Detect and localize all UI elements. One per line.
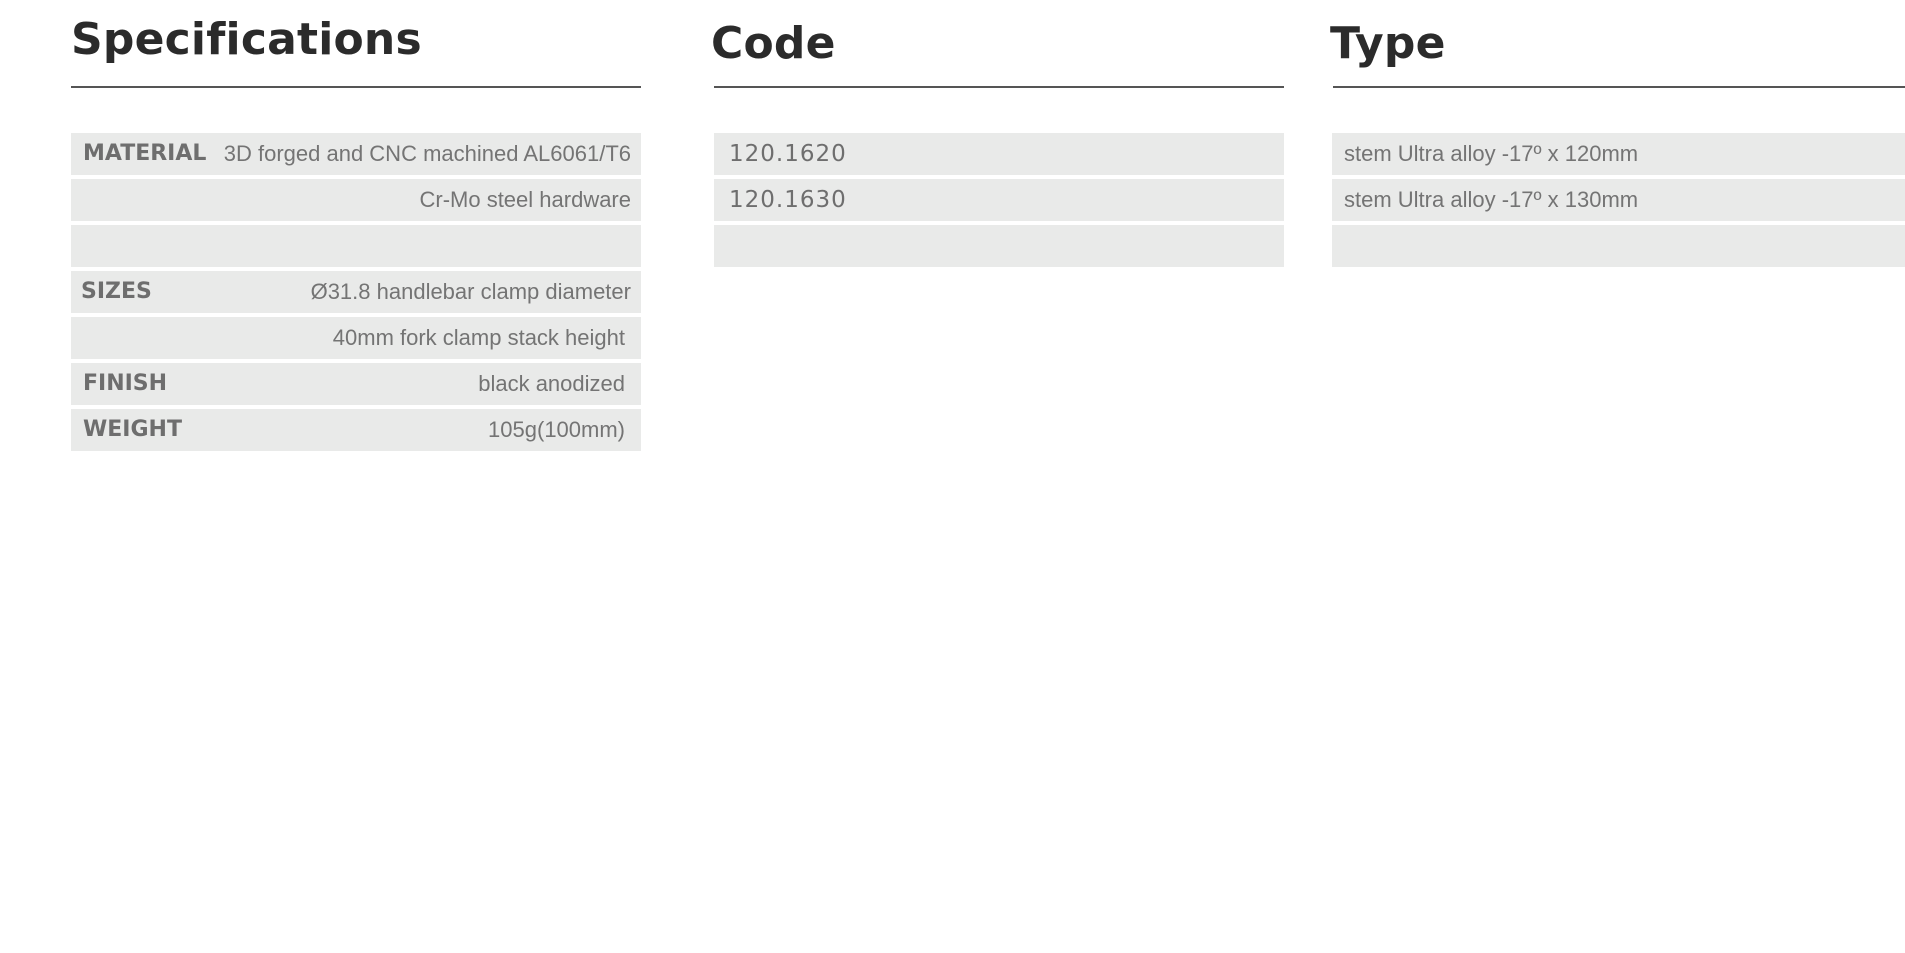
spec-label-weight: WEIGHT [83, 417, 182, 442]
code-value: 120.1630 [729, 187, 847, 213]
type-title: Type [1330, 18, 1446, 69]
code-row [714, 225, 1284, 267]
spec-row-stack-height: 40mm fork clamp stack height [71, 317, 641, 359]
code-row: 120.1620 [714, 133, 1284, 175]
spec-value-finish: black anodized [478, 371, 625, 396]
code-title: Code [711, 18, 836, 69]
spec-label-sizes: SIZES [81, 279, 152, 304]
type-row: stem Ultra alloy -17º x 120mm [1332, 133, 1905, 175]
spec-row-sizes: SIZES Ø31.8 handlebar clamp diameter [71, 271, 641, 313]
spec-value-stack-height: 40mm fork clamp stack height [332, 325, 625, 350]
code-value: 120.1620 [729, 141, 847, 167]
specifications-divider [71, 86, 641, 88]
spec-value-hardware: Cr-Mo steel hardware [419, 187, 631, 212]
spec-row-hardware: Cr-Mo steel hardware [71, 179, 641, 221]
spec-row-material: MATERIAL 3D forged and CNC machined AL60… [71, 133, 641, 175]
spec-row-weight: WEIGHT 105g(100mm) [71, 409, 641, 451]
type-row [1332, 225, 1905, 267]
code-divider [714, 86, 1284, 88]
type-value: stem Ultra alloy -17º x 130mm [1344, 187, 1639, 212]
spec-label-finish: FINISH [83, 371, 168, 396]
type-row: stem Ultra alloy -17º x 130mm [1332, 179, 1905, 221]
spec-value-material: 3D forged and CNC machined AL6061/T6 [223, 141, 631, 166]
spec-label-material: MATERIAL [83, 141, 207, 166]
type-divider [1333, 86, 1905, 88]
specifications-title: Specifications [71, 14, 422, 65]
code-row: 120.1630 [714, 179, 1284, 221]
spec-value-weight: 105g(100mm) [488, 417, 625, 442]
spec-row-finish: FINISH black anodized [71, 363, 641, 405]
type-value: stem Ultra alloy -17º x 120mm [1344, 141, 1639, 166]
spec-row-empty [71, 225, 641, 267]
spec-value-clamp-diameter: Ø31.8 handlebar clamp diameter [310, 279, 631, 304]
